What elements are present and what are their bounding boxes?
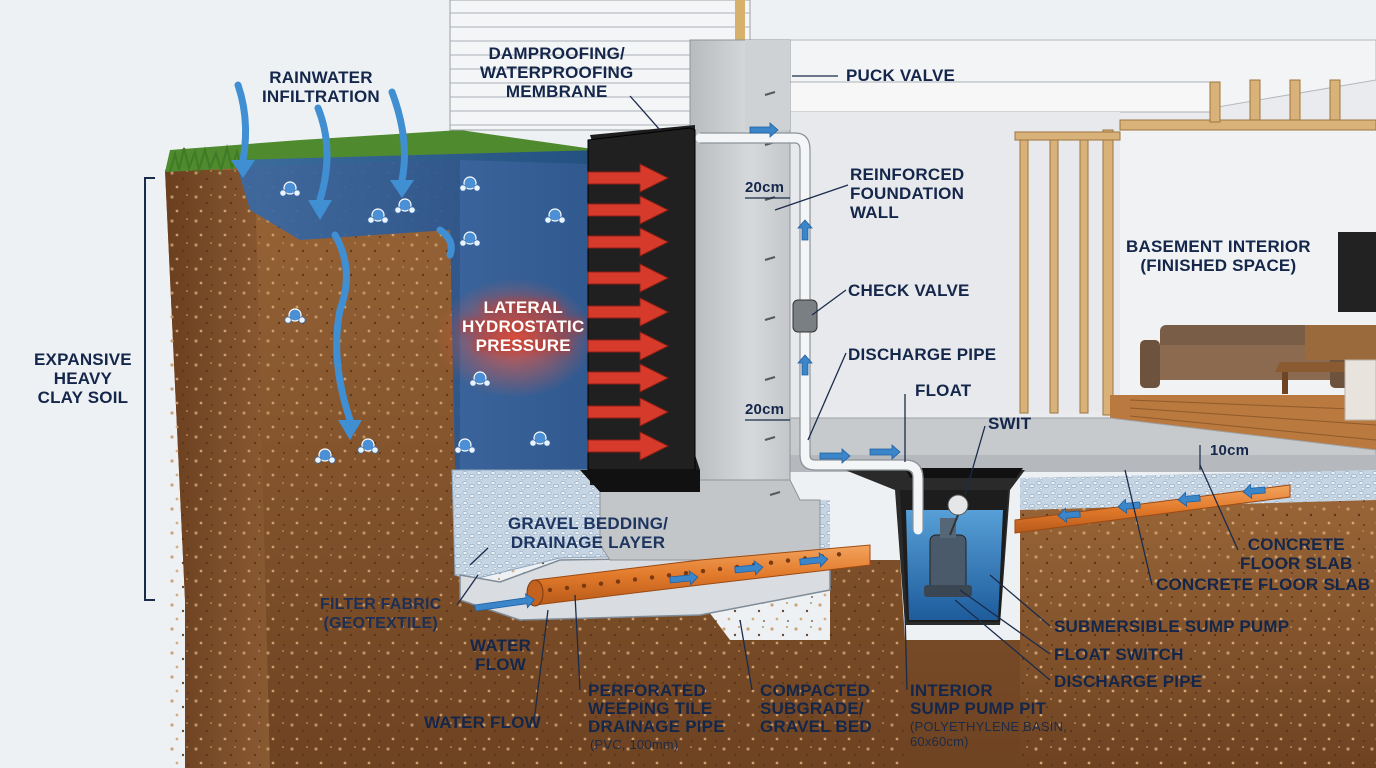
rainwater-infiltration-label: RAINWATER INFILTRATION [262,68,380,106]
water-molecule [459,231,481,247]
water-molecule [394,198,416,214]
water-molecules [279,176,566,464]
expansive-clay-soil-label: EXPANSIVE HEAVY CLAY SOIL [34,350,132,407]
flow-arrow [474,593,536,612]
flow-arrow [669,570,699,586]
hydrostatic-pressure-arrows [587,163,670,461]
sump-pump [924,518,972,597]
dampproofing-membrane-label: DAMPROOFING/ WATERPROOFING MEMBRANE [480,44,634,101]
flow-arrow [1242,483,1266,500]
flow-arrow [797,219,813,241]
leader-line [954,599,1051,681]
water-molecule [529,431,551,447]
water-flow-inner-label: WATER FLOW [470,636,532,674]
reinforced-foundation-wall-label: REINFORCED FOUNDATION WALL [850,165,965,222]
leader-line [811,289,847,316]
slab-thickness-label: 10cm [1210,442,1250,459]
flow-arrow [869,444,901,460]
perforated-pipe-label: PERFORATED WEEPING TILE DRAINAGE PIPE [588,681,725,736]
check-valve [792,299,818,333]
discharge-pipe-lower-label: DISCHARGE PIPE [1054,672,1203,691]
leader-line [959,589,1051,655]
puck-valve-label: PUCK VALVE [846,66,956,85]
wall-studs [1014,79,1376,416]
interior-sump-pit-label: INTERIOR SUMP PUMP PIT [910,681,1047,718]
basement-interior-label: BASEMENT INTERIOR (FINISHED SPACE) [1126,237,1311,275]
water-molecule [357,438,379,454]
leader-line [469,547,489,566]
leader-line [533,609,549,722]
float-ball [947,494,969,516]
leader-line [989,574,1051,627]
lateral-hydrostatic-pressure-label: LATERAL HYDROSTATIC PRESSURE [462,298,585,355]
flow-arrow [1177,491,1201,508]
leader-line [904,611,908,691]
pressure-arrow [587,297,670,327]
pressure-arrow [587,227,670,257]
water-molecule [279,181,301,197]
basement-interior [789,39,1376,472]
leader-line [456,574,479,606]
float-switch-label: FLOAT SWITCH [1054,645,1184,664]
water-molecule [544,208,566,224]
gravel-bedding-label: GRAVEL BEDDING/ DRAINAGE LAYER [508,514,669,552]
pressure-arrow [587,263,670,293]
perforated-drain-pipe [526,544,871,607]
leader-line [574,594,581,691]
wall-thickness-upper-label: 20cm [745,179,785,196]
water-molecule [314,448,336,464]
saturated-soil-zone [235,150,600,470]
pressure-arrow [587,431,670,461]
filter-fabric-label: FILTER FABRIC (GEOTEXTILE) [320,596,442,632]
concrete-floor-slab-lower-label: CONCRETE FLOOR SLAB [1156,575,1371,594]
flow-arrow [1057,507,1081,524]
wall-thickness-lower-label: 20cm [745,401,785,418]
rain-infiltration-arrows [234,81,455,424]
leader-line [807,352,847,441]
discharge-pipe [695,133,923,535]
water-molecule [284,308,306,324]
pressure-arrow [587,363,670,393]
flow-arrow [819,448,851,464]
flow-arrow [734,560,764,576]
water-molecule [454,438,476,454]
discharge-pipe-upper-label: DISCHARGE PIPE [848,345,997,364]
flow-arrow [797,354,813,376]
check-valve-label: CHECK VALVE [848,281,970,300]
float-upper-label: FLOAT [915,381,972,400]
water-flow-bottom-label: WATER FLOW [424,713,541,732]
flow-arrow [749,122,779,138]
leader-line [629,95,661,131]
clay-soil-bracket [144,177,155,601]
sump-pit-spec: (POLYETHYLENE BASIN, 60x60cm) [910,719,1067,749]
concrete-floor-slab-upper-label: CONCRETE FLOOR SLAB [1240,535,1353,573]
flow-arrow [799,552,829,568]
perforated-pipe-spec: (PVC, 100mm) [590,737,679,752]
leader-line [1199,464,1239,551]
tv [1338,232,1376,312]
leader-line [739,619,753,691]
foundation-wall [599,39,821,561]
leader-line [1124,469,1153,586]
leader-line [964,425,986,496]
pressure-arrow [587,163,670,193]
pressure-arrow [587,331,670,361]
flow-arrow [1117,498,1141,515]
compacted-subgrade-label: COMPACTED SUBGRADE/ GRAVEL BED [760,681,872,736]
water-molecule [469,371,491,387]
water-molecule [367,208,389,224]
switch-upper-label: SWIT [988,414,1032,433]
leader-lines [456,75,1239,722]
leader-line [774,184,849,211]
flow-arrows [474,122,1266,612]
submersible-sump-pump-label: SUBMERSIBLE SUMP PUMP [1054,617,1290,636]
pressure-arrow [587,195,670,225]
water-molecule [459,176,481,192]
pressure-arrow [587,397,670,427]
